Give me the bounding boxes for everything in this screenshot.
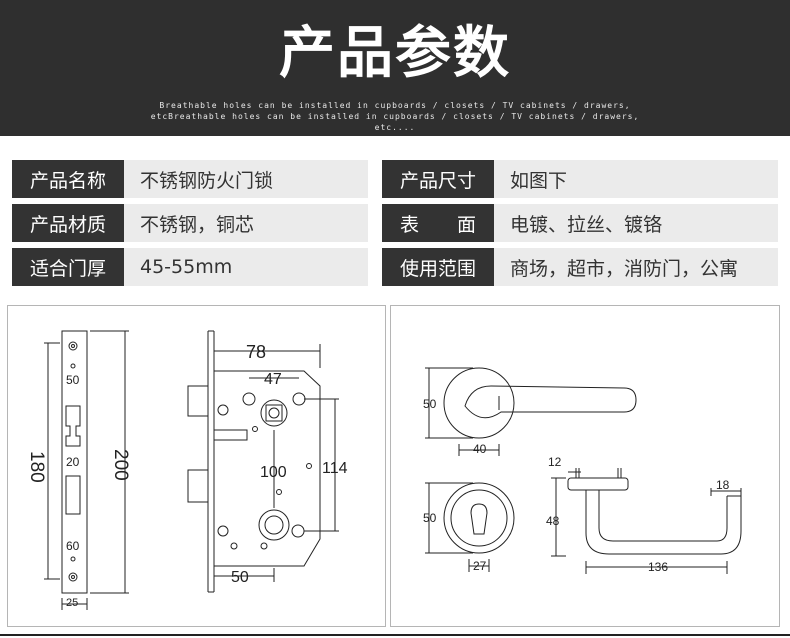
spec-label: 产品材质 <box>12 204 124 242</box>
spec-value: 电镀、拉丝、镀铬 <box>494 204 778 242</box>
spec-value: 如图下 <box>494 160 778 198</box>
dim-label: 47 <box>264 371 282 388</box>
spec-value: 45-55mm <box>124 248 368 286</box>
lock-body-diagram: 180 200 50 20 60 25 78 47 100 114 50 <box>26 330 348 610</box>
dim-label: 50 <box>231 569 249 586</box>
spec-value: 商场，超市，消防门，公寓 <box>494 248 778 286</box>
spec-label: 产品尺寸 <box>382 160 494 198</box>
spec-label: 表 面 <box>382 204 494 242</box>
lock-body-diagram-panel: 180 200 50 20 60 25 78 47 100 114 50 <box>7 305 386 627</box>
dim-label: 12 <box>548 455 562 469</box>
dim-label: 18 <box>716 478 730 492</box>
spec-row-thickness: 适合门厚 45-55mm <box>12 248 368 286</box>
handle-diagram: 50 40 50 27 12 48 18 136 <box>423 367 742 574</box>
dim-label: 136 <box>648 560 668 574</box>
dim-label: 50 <box>423 397 437 411</box>
spec-row-surface: 表 面 电镀、拉丝、镀铬 <box>382 204 778 242</box>
dim-label: 27 <box>473 559 487 573</box>
spec-row-material: 产品材质 不锈钢，铜芯 <box>12 204 368 242</box>
header-banner: 产品参数 Breathable holes can be installed i… <box>0 0 790 136</box>
dim-label: 60 <box>66 539 80 553</box>
spec-label: 产品名称 <box>12 160 124 198</box>
dim-label: 78 <box>246 342 266 362</box>
spec-label: 适合门厚 <box>12 248 124 286</box>
page-title: 产品参数 <box>279 21 511 86</box>
dim-label: 48 <box>546 514 560 528</box>
spec-row-usage: 使用范围 商场，超市，消防门，公寓 <box>382 248 778 286</box>
dim-label: 180 <box>26 451 47 483</box>
spec-row-name: 产品名称 不锈钢防火门锁 <box>12 160 368 198</box>
dim-label: 20 <box>66 455 80 469</box>
dim-label: 114 <box>322 460 348 477</box>
dim-label: 40 <box>473 442 487 456</box>
spec-value: 不锈钢防火门锁 <box>124 160 368 198</box>
dim-label: 50 <box>66 373 80 387</box>
dim-label: 100 <box>260 464 287 481</box>
page-subtitle: Breathable holes can be installed in cup… <box>150 101 640 132</box>
spec-row-size: 产品尺寸 如图下 <box>382 160 778 198</box>
spec-label: 使用范围 <box>382 248 494 286</box>
spec-value: 不锈钢，铜芯 <box>124 204 368 242</box>
dim-label: 50 <box>423 511 437 525</box>
handle-diagram-panel: 50 40 50 27 12 48 18 136 <box>390 305 780 627</box>
dim-label: 25 <box>66 597 78 609</box>
bottom-divider <box>0 634 790 636</box>
dim-label: 200 <box>110 449 131 481</box>
